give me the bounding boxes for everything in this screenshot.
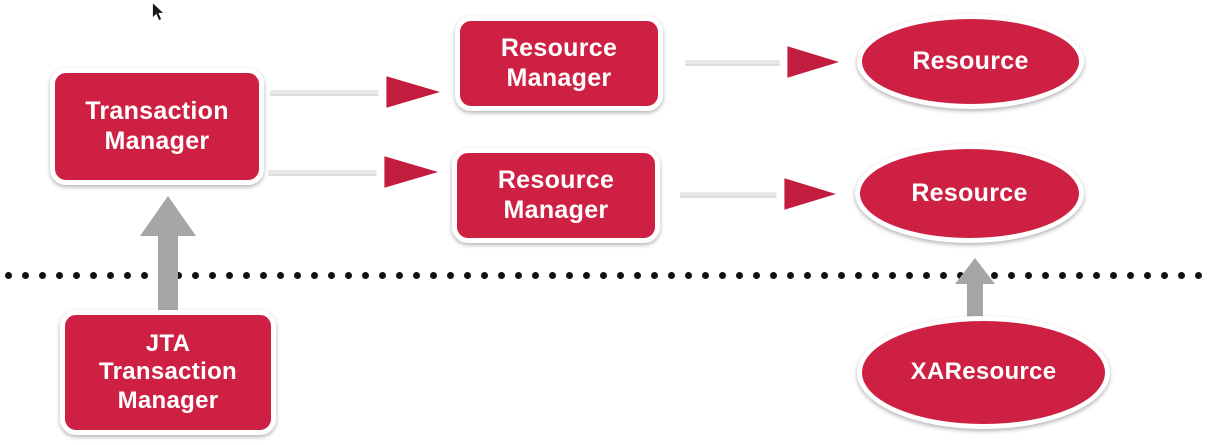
- separator-dot: [192, 272, 199, 279]
- separator-dot: [1025, 272, 1032, 279]
- separator-dot: [1042, 272, 1049, 279]
- separator-dot: [5, 272, 12, 279]
- node-transaction-manager[interactable]: Transaction Manager: [50, 68, 264, 185]
- node-resource-1-label: Resource: [912, 46, 1029, 75]
- separator-dot: [753, 272, 760, 279]
- connector-transaction-manager-to-resource-manager-1: [270, 68, 454, 116]
- separator-dot: [1127, 272, 1134, 279]
- separator-dot: [838, 272, 845, 279]
- separator-dot: [56, 272, 63, 279]
- separator-dot: [940, 272, 947, 279]
- jta-up-block-arrow: [140, 196, 196, 311]
- node-resource-1[interactable]: Resource: [857, 14, 1084, 109]
- node-resource-2-label: Resource: [911, 178, 1028, 207]
- separator-dot: [243, 272, 250, 279]
- separator-dot: [736, 272, 743, 279]
- api-boundary-dotted-line: [5, 272, 1202, 279]
- separator-dot: [260, 272, 267, 279]
- separator-dot: [923, 272, 930, 279]
- node-resource-manager-2[interactable]: Resource Manager: [452, 148, 660, 243]
- node-xaresource[interactable]: XAResource: [857, 316, 1110, 429]
- separator-dot: [1178, 272, 1185, 279]
- separator-dot: [1144, 272, 1151, 279]
- node-transaction-manager-label: Transaction Manager: [85, 97, 229, 155]
- separator-dot: [719, 272, 726, 279]
- separator-dot: [566, 272, 573, 279]
- node-resource-2[interactable]: Resource: [855, 144, 1084, 243]
- separator-dot: [617, 272, 624, 279]
- separator-dot: [1110, 272, 1117, 279]
- separator-dot: [957, 272, 964, 279]
- separator-dot: [447, 272, 454, 279]
- separator-dot: [209, 272, 216, 279]
- separator-dot: [379, 272, 386, 279]
- connector-resource-manager-1-to-resource-1: [685, 38, 853, 86]
- separator-dot: [328, 272, 335, 279]
- separator-dot: [90, 272, 97, 279]
- separator-dot: [1008, 272, 1015, 279]
- xaresource-up-block-arrow: [955, 258, 995, 320]
- node-resource-manager-2-label: Resource Manager: [497, 166, 615, 224]
- separator-dot: [1076, 272, 1083, 279]
- separator-dot: [600, 272, 607, 279]
- separator-dot: [1059, 272, 1066, 279]
- separator-dot: [872, 272, 879, 279]
- mouse-pointer-icon: [152, 2, 165, 22]
- node-resource-manager-1-label: Resource Manager: [500, 34, 618, 92]
- separator-dot: [651, 272, 658, 279]
- separator-dot: [855, 272, 862, 279]
- separator-dot: [532, 272, 539, 279]
- separator-dot: [226, 272, 233, 279]
- separator-dot: [277, 272, 284, 279]
- separator-dot: [685, 272, 692, 279]
- separator-dot: [175, 272, 182, 279]
- separator-dot: [141, 272, 148, 279]
- node-jta-transaction-manager[interactable]: JTA Transaction Manager: [60, 310, 276, 435]
- separator-dot: [73, 272, 80, 279]
- separator-dot: [396, 272, 403, 279]
- separator-dot: [481, 272, 488, 279]
- separator-dot: [22, 272, 29, 279]
- node-xaresource-label: XAResource: [910, 358, 1057, 386]
- separator-dot: [498, 272, 505, 279]
- separator-dot: [39, 272, 46, 279]
- separator-dot: [1195, 272, 1202, 279]
- separator-dot: [787, 272, 794, 279]
- separator-dot: [821, 272, 828, 279]
- separator-dot: [345, 272, 352, 279]
- separator-dot: [634, 272, 641, 279]
- separator-dot: [889, 272, 896, 279]
- separator-dot: [294, 272, 301, 279]
- connector-transaction-manager-to-resource-manager-2: [268, 148, 452, 196]
- separator-dot: [702, 272, 709, 279]
- separator-dot: [124, 272, 131, 279]
- separator-dot: [1161, 272, 1168, 279]
- separator-dot: [430, 272, 437, 279]
- separator-dot: [906, 272, 913, 279]
- separator-dot: [668, 272, 675, 279]
- separator-dot: [464, 272, 471, 279]
- separator-dot: [311, 272, 318, 279]
- node-jta-transaction-manager-label: JTA Transaction Manager: [98, 330, 237, 414]
- separator-dot: [1093, 272, 1100, 279]
- node-resource-manager-1[interactable]: Resource Manager: [455, 16, 663, 111]
- separator-dot: [413, 272, 420, 279]
- separator-dot: [362, 272, 369, 279]
- separator-dot: [991, 272, 998, 279]
- separator-dot: [804, 272, 811, 279]
- separator-dot: [770, 272, 777, 279]
- separator-dot: [107, 272, 114, 279]
- connector-resource-manager-2-to-resource-2: [680, 170, 850, 218]
- separator-dot: [549, 272, 556, 279]
- separator-dot: [583, 272, 590, 279]
- separator-dot: [515, 272, 522, 279]
